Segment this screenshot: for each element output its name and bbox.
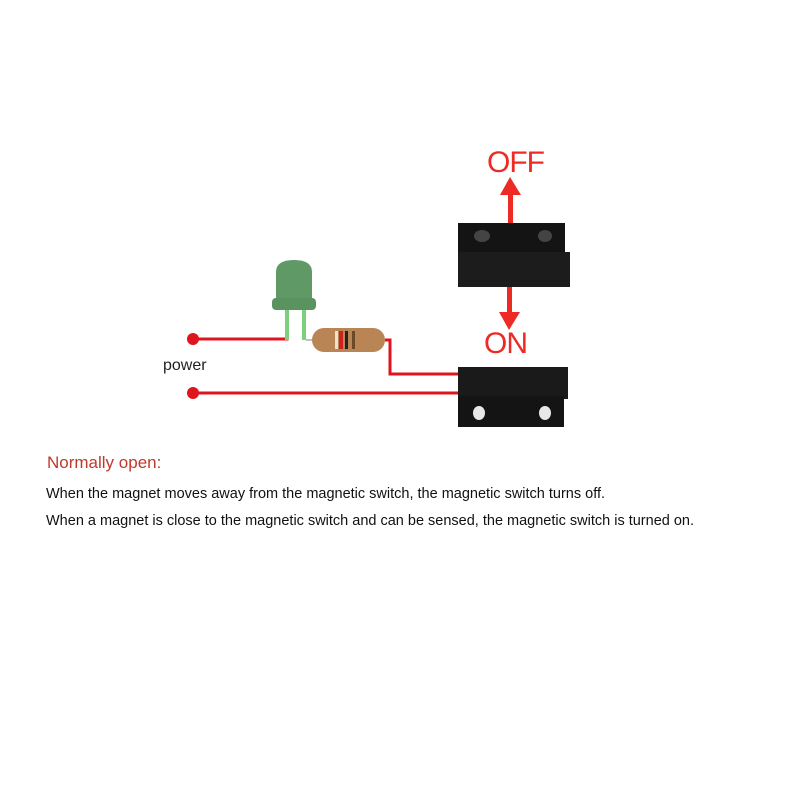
wire-resistor-switch — [385, 338, 458, 376]
power-label: power — [163, 357, 207, 374]
led — [272, 260, 316, 341]
arrow-down-icon — [499, 287, 520, 330]
power-terminal-positive — [187, 333, 199, 345]
magnetic-switch — [458, 367, 568, 427]
description-title: Normally open: — [47, 453, 162, 472]
description-line: When the magnet moves away from the magn… — [46, 486, 606, 502]
resistor — [312, 328, 385, 352]
arrow-up-icon — [500, 177, 521, 223]
power-terminal-negative — [187, 387, 199, 399]
wire-power-positive — [193, 318, 289, 341]
on-label: ON — [484, 327, 528, 360]
off-label: OFF — [487, 146, 545, 179]
description-line: When a magnet is close to the magnetic s… — [46, 513, 695, 529]
magnet — [458, 223, 570, 287]
